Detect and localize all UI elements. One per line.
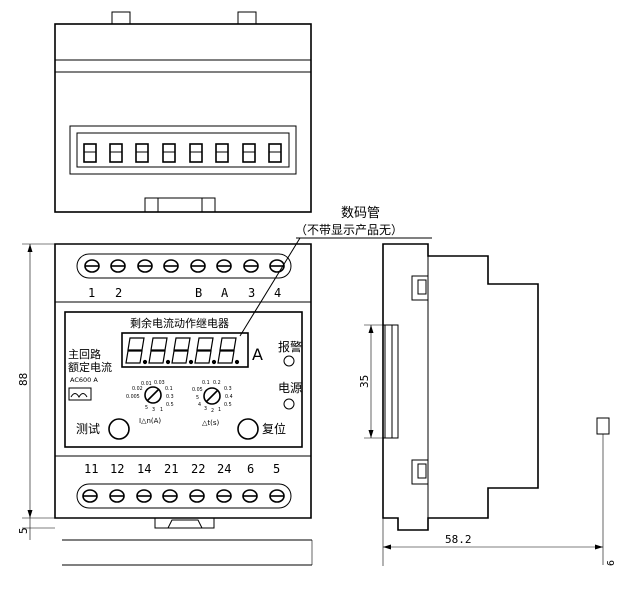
top-terminal-labels: 1 2 B A 3 4 xyxy=(88,286,281,300)
scale-mark: 3 xyxy=(204,406,207,412)
bottom-terminal-labels: 11 12 14 21 22 24 6 5 xyxy=(84,462,280,476)
info-main-circuit: 主回路 xyxy=(68,348,101,361)
scale-mark: 0.5 xyxy=(224,402,232,408)
top-terminal-screws xyxy=(83,143,282,163)
digital-display xyxy=(121,332,249,368)
scale-mark: 5 xyxy=(196,395,199,401)
terminal-label: 1 xyxy=(88,286,95,300)
top-clip-right xyxy=(237,11,257,25)
rail-dimension: 5 xyxy=(17,527,30,534)
rail-height-dimension: 35 xyxy=(358,375,371,388)
scale-mark: 0.1 xyxy=(165,386,173,392)
top-view xyxy=(54,11,312,213)
terminal-label: 14 xyxy=(137,462,151,476)
side-pin xyxy=(596,417,610,435)
panel-title: 剩余电流动作继电器 xyxy=(130,316,229,330)
callout-leader xyxy=(239,237,301,337)
side-body xyxy=(382,243,539,531)
scale-mark: 0.02 xyxy=(132,386,143,392)
alarm-led xyxy=(283,355,295,367)
bottom-rail-clip xyxy=(154,518,215,529)
info-rated-current: 额定电流 xyxy=(68,360,112,374)
front-bottom-screws xyxy=(82,489,285,503)
top-clip-left xyxy=(111,11,131,25)
alarm-label: 报警 xyxy=(278,339,302,354)
terminal-label: 24 xyxy=(217,462,231,476)
front-top-screws xyxy=(84,259,285,273)
front-bottom-terminal-strip xyxy=(76,483,292,509)
front-panel xyxy=(64,311,303,448)
test-button[interactable] xyxy=(108,418,130,440)
top-terminal-block xyxy=(69,125,297,175)
info-rating: AC600 A xyxy=(70,376,98,384)
scale-mark: 1 xyxy=(160,407,163,413)
terminal-label: 3 xyxy=(248,286,255,300)
terminal-label: 5 xyxy=(273,462,280,476)
test-label: 测试 xyxy=(76,421,100,436)
callout-subtitle: （不带显示产品无） xyxy=(295,223,403,237)
scale-mark: 2 xyxy=(211,408,214,414)
scale-mark: 0.3 xyxy=(224,386,232,392)
display-callout: 数码管 （不带显示产品无） xyxy=(239,206,432,337)
callout-title: 数码管 xyxy=(341,206,380,221)
terminal-label: 2 xyxy=(115,286,122,300)
scale-mark: 0.05 xyxy=(192,387,203,393)
scale-mark: 4 xyxy=(198,402,201,408)
front-view: 1 2 B A 3 4 剩余电流动作继电器 A 主回路 额定电流 AC600 A… xyxy=(17,243,313,566)
display-unit: A xyxy=(252,345,263,364)
scale-mark: 0.1 xyxy=(202,380,210,386)
side-top-terminal xyxy=(411,275,429,301)
terminal-label: B xyxy=(195,286,202,300)
top-body xyxy=(54,23,312,213)
terminal-label: 6 xyxy=(247,462,254,476)
terminal-label: 21 xyxy=(164,462,178,476)
edge-dimension: 6 xyxy=(606,560,617,566)
height-dimension: 88 xyxy=(17,373,30,386)
scale-mark: 1 xyxy=(218,407,221,413)
scale-mark: 0.03 xyxy=(154,380,165,386)
scale-mark: 0.3 xyxy=(166,394,174,400)
time-setting-knob[interactable]: 0.1 0.2 0.3 0.4 0.5 1 2 3 4 5 0.05 △t(s) xyxy=(192,380,233,427)
transformer-symbol xyxy=(68,387,92,401)
knob1-label: I△n(A) xyxy=(139,417,161,425)
scale-mark: 0.5 xyxy=(166,402,174,408)
scale-mark: 0.005 xyxy=(126,394,140,400)
terminal-label: 11 xyxy=(84,462,98,476)
scale-mark: 0.4 xyxy=(225,394,233,400)
side-bottom-terminal xyxy=(411,459,429,485)
terminal-label: 12 xyxy=(110,462,124,476)
front-top-terminal-strip xyxy=(76,253,292,279)
reset-button[interactable] xyxy=(237,418,259,440)
terminal-label: A xyxy=(221,286,229,300)
depth-dimension: 58.2 xyxy=(445,533,472,546)
front-body xyxy=(54,243,312,519)
current-setting-knob[interactable]: 0.01 0.03 0.1 0.3 0.5 1 3 5 0.005 0.02 I… xyxy=(126,380,174,425)
power-label: 电源 xyxy=(278,381,302,395)
top-rail-clip xyxy=(144,197,216,213)
scale-mark: 0.2 xyxy=(213,380,221,386)
knob2-label: △t(s) xyxy=(202,419,220,427)
side-view: 35 58.2 6 xyxy=(358,243,617,566)
seven-segment-digits xyxy=(125,337,240,365)
scale-mark: 5 xyxy=(145,405,148,411)
terminal-label: 4 xyxy=(274,286,281,300)
scale-mark: 0.01 xyxy=(141,381,152,387)
power-led xyxy=(283,398,295,410)
reset-label: 复位 xyxy=(262,421,286,436)
terminal-label: 22 xyxy=(191,462,205,476)
scale-mark: 3 xyxy=(152,407,155,413)
